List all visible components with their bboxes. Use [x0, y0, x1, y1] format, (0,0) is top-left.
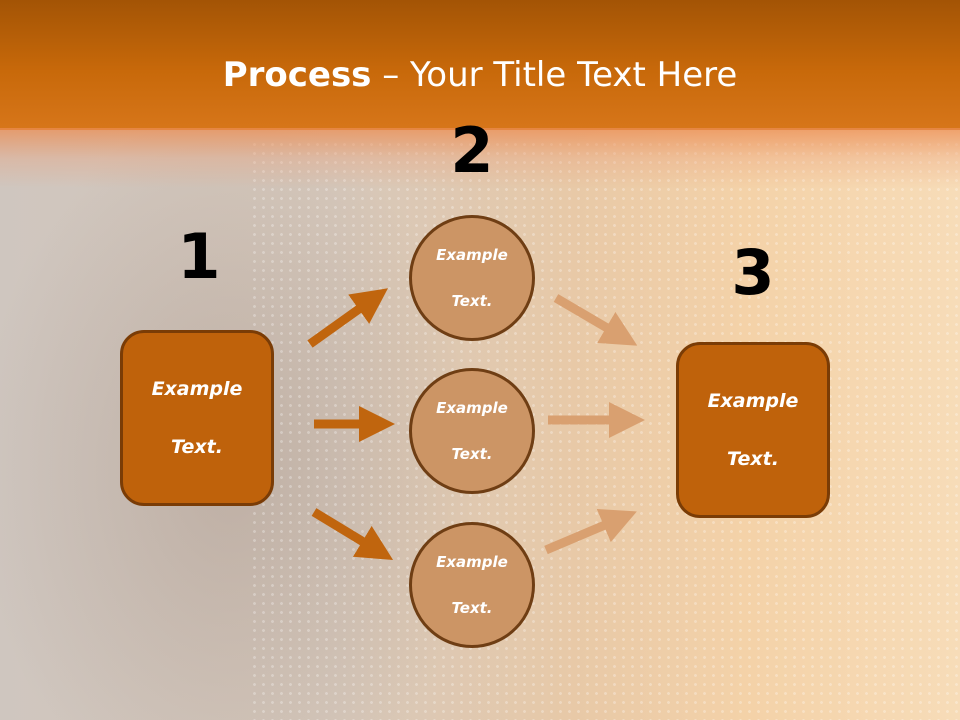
step-number-3: 3 — [731, 236, 775, 309]
step3-text-line2: Text. — [727, 447, 779, 470]
step1-text-line1: Example — [151, 377, 243, 400]
arrow-right-icon — [311, 508, 394, 561]
circle-middle-line2: Text. — [451, 444, 493, 463]
slide-title: Process – Your Title Text Here — [0, 54, 960, 96]
slide-title-bold: Process — [222, 55, 372, 95]
slide-title-rest: – Your Title Text Here — [371, 55, 738, 95]
circle-bottom-line2: Text. — [451, 598, 493, 617]
circle-top-line2: Text. — [451, 291, 493, 310]
step1-text-line2: Text. — [171, 435, 223, 458]
circle-middle-line1: Example — [436, 398, 508, 417]
arrow-right-icon — [544, 508, 637, 555]
circle-top-line1: Example — [436, 245, 508, 264]
arrow-right-icon — [553, 294, 638, 346]
header-band — [0, 0, 960, 130]
step-number-1: 1 — [177, 220, 221, 293]
step3-text-line1: Example — [707, 389, 799, 412]
step-number-2: 2 — [450, 114, 494, 187]
circle-bottom-line1: Example — [436, 552, 508, 571]
arrow-right-icon — [307, 288, 388, 348]
header-fade — [0, 128, 960, 188]
